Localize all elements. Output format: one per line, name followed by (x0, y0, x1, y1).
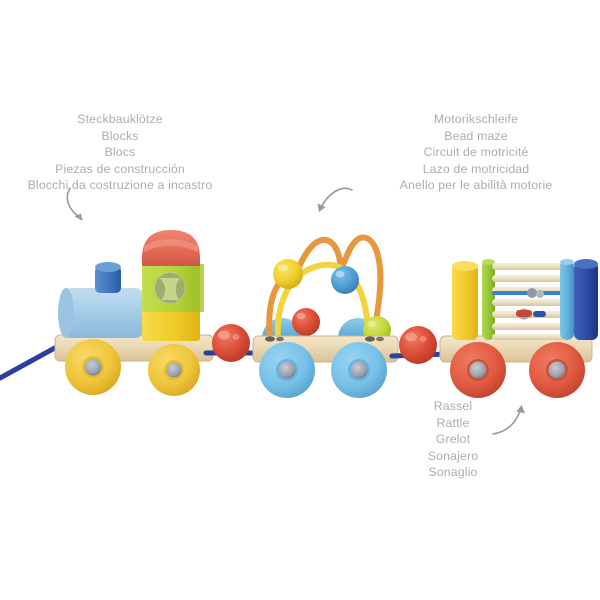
rattle-label-line-fr: Grelot (435, 432, 471, 447)
bead-maze-label-line-de: Motorikschleife (433, 112, 519, 126)
arrow-to-bead-maze-icon (317, 187, 353, 212)
rattle-wheel-front (450, 342, 506, 398)
rattle-label-line-es: Sonajero (427, 448, 479, 463)
rattle-post-yellow (452, 261, 478, 340)
bead-maze-wheel-rear (331, 342, 387, 398)
bead-maze-label: Motorikschleife Bead maze Circuit de mot… (352, 111, 600, 194)
connector-ball-2 (389, 326, 451, 364)
rattle-roller-cage (492, 263, 564, 340)
locomotive-roof-block (142, 230, 200, 266)
locomotive-lower-block (142, 306, 200, 341)
bead-blue (331, 266, 359, 294)
blocks-label-line-de: Steckbauklötze (77, 112, 163, 126)
bead-maze-car (252, 234, 399, 398)
rattle-label-line-de: Rassel (433, 399, 473, 413)
bead-maze-label-line-es: Lazo de motricidad (422, 161, 530, 176)
locomotive-cab-block (142, 264, 204, 312)
wooden-pull-train-toy-illustration (0, 230, 598, 398)
bead-maze-label-line-fr: Circuit de motricité (423, 145, 529, 160)
rattle-disc-green (482, 259, 495, 340)
bead-red (292, 308, 320, 336)
blocks-label-line-it: Blocchi da costruzione a incastro (27, 178, 213, 193)
arrow-to-rattle-icon (492, 405, 525, 435)
rattle-label-line-en: Rattle (436, 415, 470, 430)
bead-yellow (273, 259, 303, 289)
rattle-post-darkblue (574, 259, 598, 340)
blocks-label-line-fr: Blocs (104, 145, 136, 160)
locomotive-car (54, 230, 214, 396)
rattle-disc-blue (560, 259, 574, 340)
rattle-label: Rassel Rattle Grelot Sonajero Sonaglio (398, 398, 508, 481)
locomotive-wheel-front (65, 339, 121, 395)
blocks-label: Steckbauklötze Blocks Blocs Piezas de co… (0, 111, 240, 194)
bead-maze-wheel-front (259, 342, 315, 398)
locomotive-boiler (58, 288, 144, 338)
pull-cord (0, 341, 65, 381)
blocks-label-line-es: Piezas de construcción (55, 161, 185, 176)
rattle-wheel-rear (529, 342, 585, 398)
arrow-to-blocks-icon (66, 187, 83, 221)
rattle-label-line-it: Sonaglio (428, 465, 478, 480)
locomotive-chimney (95, 262, 121, 293)
bead-maze-label-line-it: Anello per le abilità motorie (399, 178, 553, 193)
bead-maze-label-line-en: Bead maze (444, 128, 508, 143)
blocks-label-line-en: Blocks (101, 128, 139, 143)
rattle-car (439, 259, 598, 398)
locomotive-wheel-rear (148, 344, 200, 396)
